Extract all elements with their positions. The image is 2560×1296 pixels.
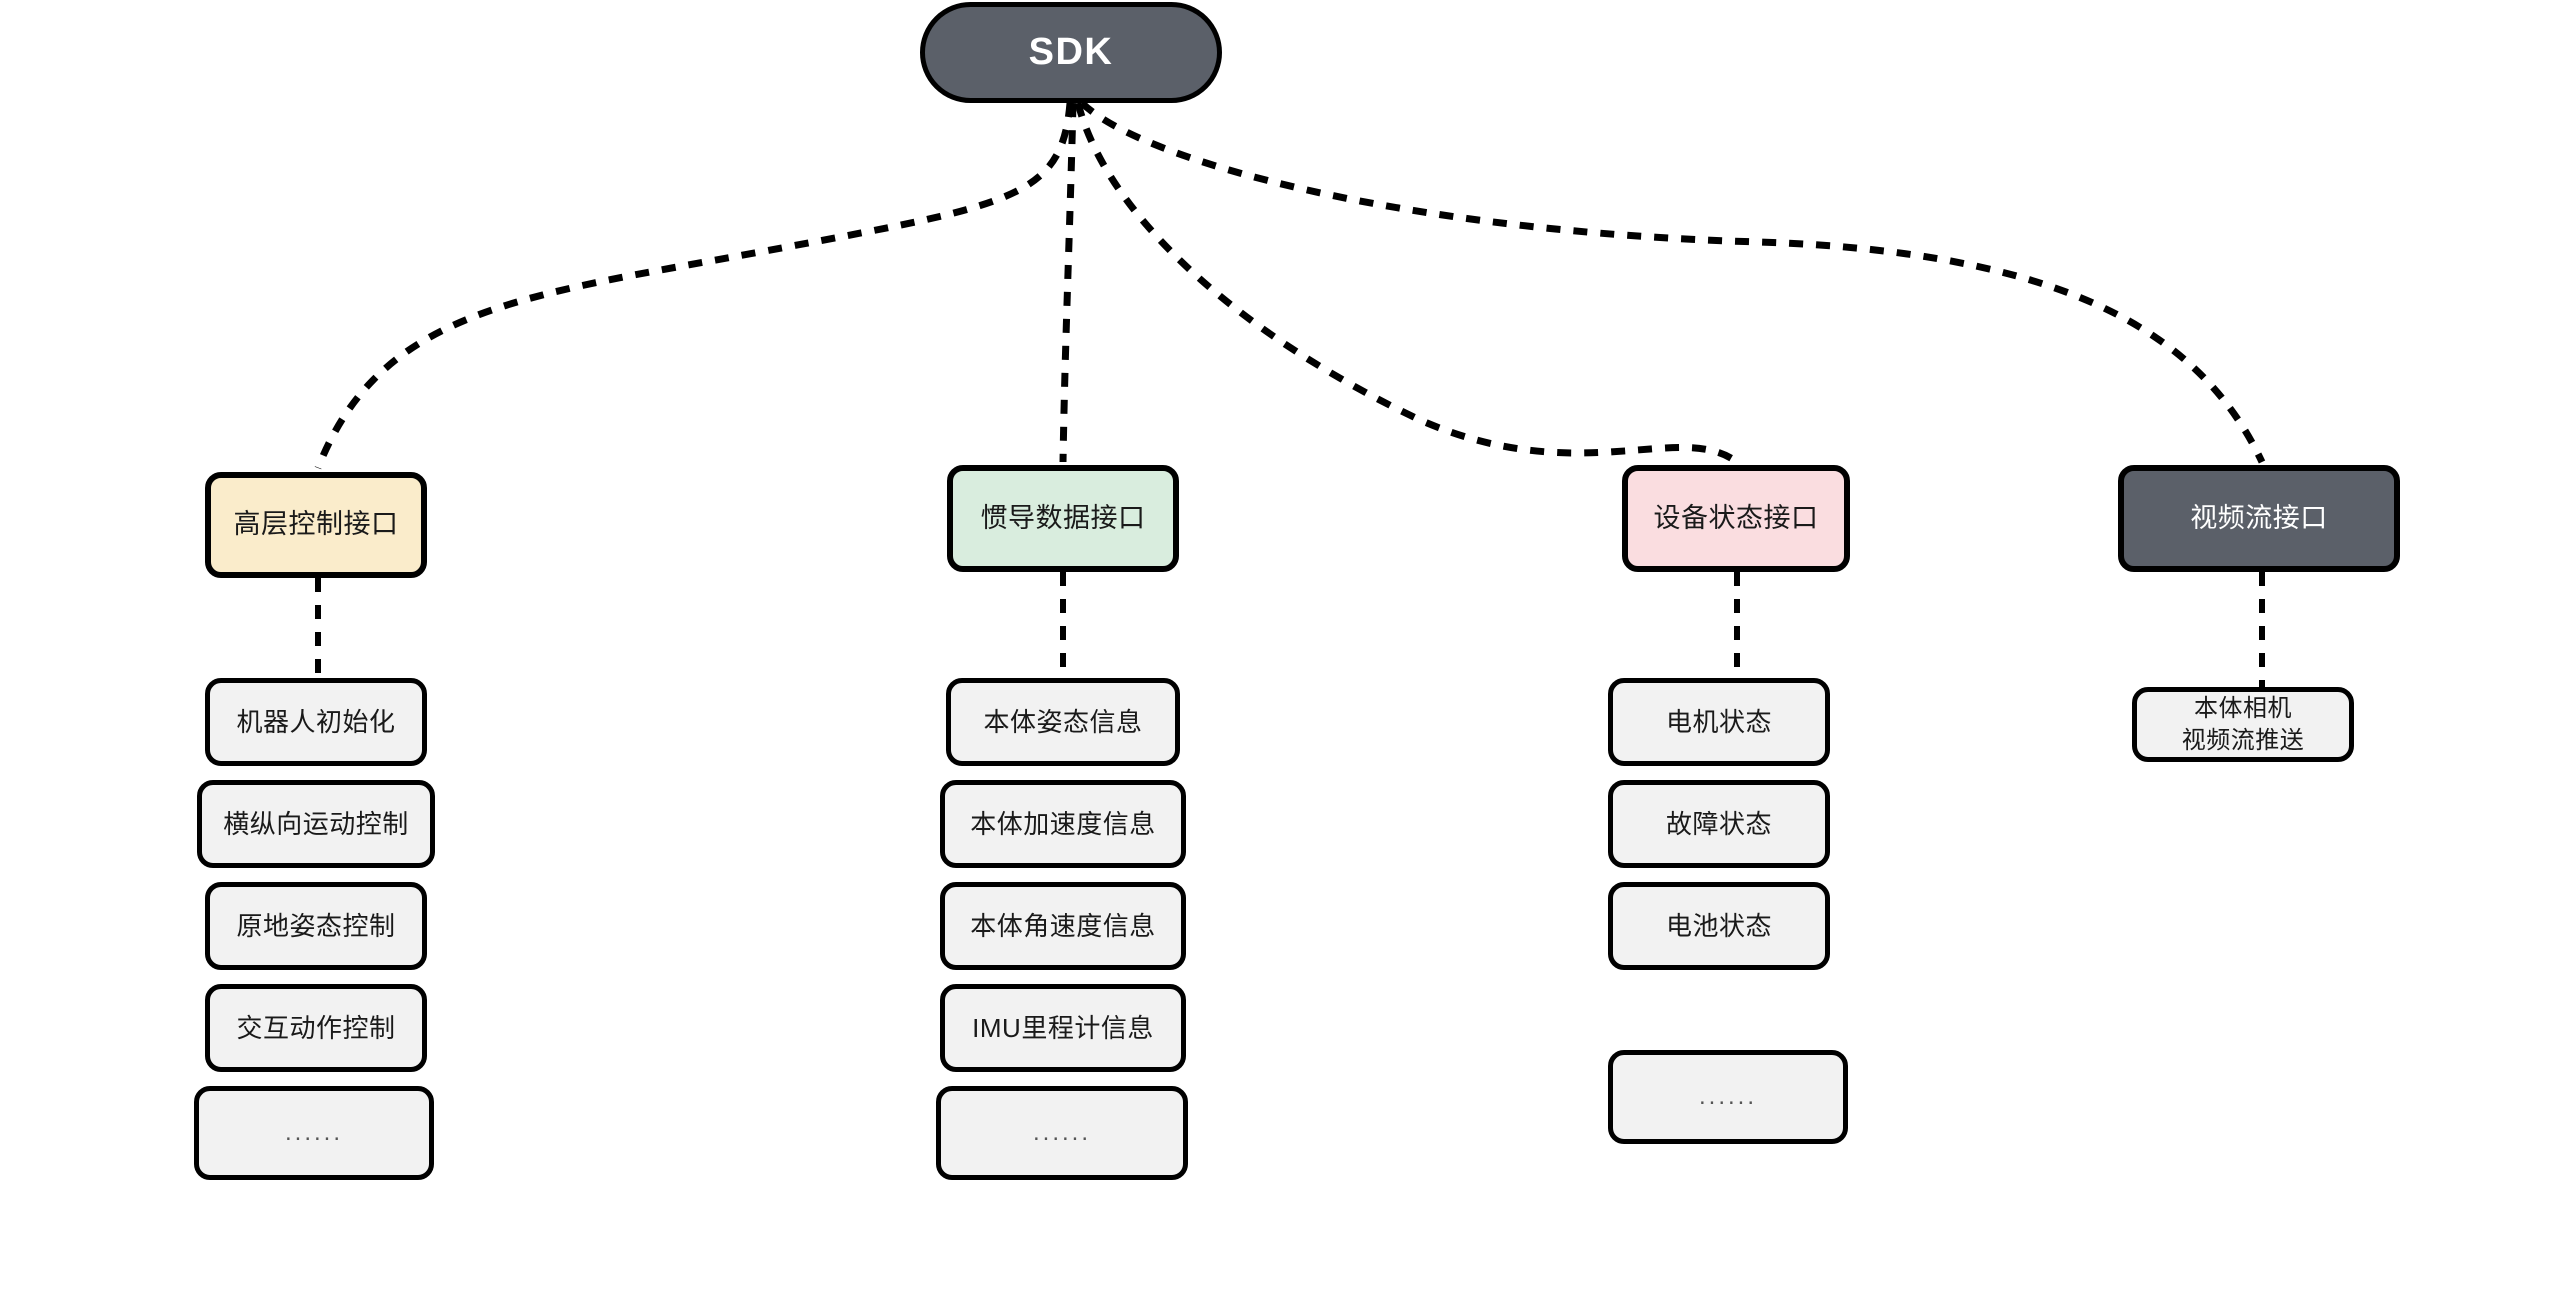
leaf-node-device-status-2[interactable]: 电池状态	[1608, 882, 1830, 970]
leaf-node-high-level-control-2[interactable]: 原地姿态控制	[205, 882, 427, 970]
edge-root-to-interface-3	[1079, 100, 2266, 464]
leaf-node-video-stream-0[interactable]: 本体相机 视频流推送	[2132, 687, 2354, 762]
leaf-node-device-status-1[interactable]: 故障状态	[1608, 780, 1830, 868]
leaf-node-imu-data-1[interactable]: 本体加速度信息	[940, 780, 1186, 868]
edge-root-to-interface-1	[1059, 102, 1077, 463]
edge-root-to-interface-2	[1074, 102, 1740, 465]
root-edge-group	[314, 100, 2266, 470]
interface-node-imu-data[interactable]: 惯导数据接口	[947, 465, 1179, 572]
leaf-node-high-level-control-0[interactable]: 机器人初始化	[205, 678, 427, 766]
leaf-node-imu-data-3[interactable]: IMU里程计信息	[940, 984, 1186, 1072]
branch-edge-group	[315, 572, 2265, 687]
leaf-node-imu-data-2[interactable]: 本体角速度信息	[940, 882, 1186, 970]
leaf-node-device-status-3[interactable]: ......	[1608, 1050, 1848, 1144]
interface-node-video-stream[interactable]: 视频流接口	[2118, 465, 2400, 572]
leaf-node-high-level-control-1[interactable]: 横纵向运动控制	[197, 780, 435, 868]
leaf-node-high-level-control-4[interactable]: ......	[194, 1086, 434, 1180]
edge-root-to-interface-0	[314, 102, 1074, 470]
leaf-node-imu-data-0[interactable]: 本体姿态信息	[946, 678, 1180, 766]
interface-node-high-level-control[interactable]: 高层控制接口	[205, 472, 427, 578]
leaf-node-high-level-control-3[interactable]: 交互动作控制	[205, 984, 427, 1072]
leaf-node-device-status-0[interactable]: 电机状态	[1608, 678, 1830, 766]
interface-node-device-status[interactable]: 设备状态接口	[1622, 465, 1850, 572]
leaf-node-imu-data-4[interactable]: ......	[936, 1086, 1188, 1180]
sdk-root-node[interactable]: SDK	[920, 2, 1222, 103]
